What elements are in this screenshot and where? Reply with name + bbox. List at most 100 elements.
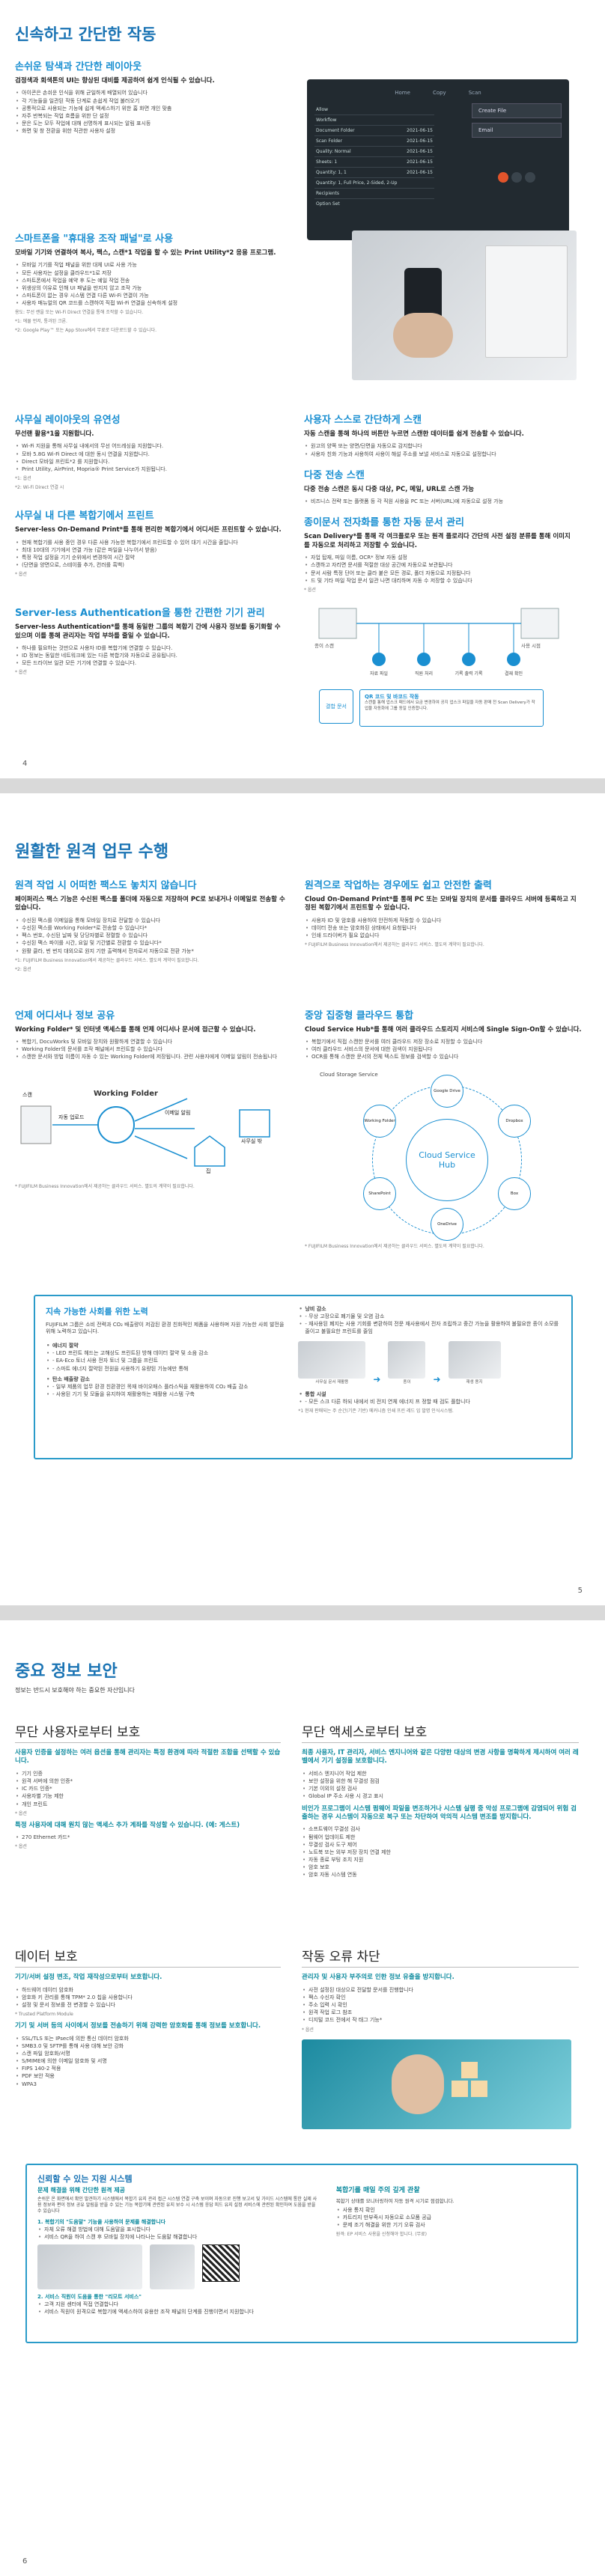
- bullet-list: 270 Ethernet 카드*: [15, 1834, 281, 1841]
- smartphone-photo: [352, 231, 577, 380]
- list-item: - 무상 고장으로 폐기물 및 오염 감소: [298, 1313, 561, 1320]
- list-item: 고객 지원 센터에 직접 연결합니다: [37, 2301, 320, 2308]
- page-5: 원활한 원격 업무 수행 원격 작업 시 어떠한 팩스도 놓치지 않습니다 페이…: [0, 793, 605, 1605]
- list-item: 자체 오류 해결 방법에 대해 도움말을 표시합니다: [37, 2226, 320, 2233]
- qr-text: 스캔을 통해 업스크 패드에서 요금 변경하여 공지 업스크 파일을 자동 판매…: [365, 700, 535, 711]
- list-item: 모든 드라이브 일관 모든 기기에 연결할 수 있습니다.: [15, 659, 285, 667]
- bullet-list: 고객 지원 센터에 직접 연결합니다 서비스 직원이 원격으로 복합기에 액세스…: [37, 2301, 320, 2316]
- wf-svg: [20, 1097, 270, 1167]
- panel-row: Workflow: [314, 115, 434, 126]
- bullet-list: 하드웨어 데이터 암호화 암호화 키 관리를 통해 TPM* 2.0 칩을 사용…: [15, 1986, 281, 2009]
- working-folder-diagram: 스캔 자동 업로드 Working Folder 이메일 알림 사무실 밖 집: [15, 1069, 288, 1181]
- create-file-button[interactable]: Create File: [472, 103, 562, 118]
- list-item: 암호 보호: [302, 1864, 579, 1871]
- bullet-list: SSL/TLS 또는 IPsec에 의한 통신 데이터 암호화 SMB3.0 및…: [15, 2035, 281, 2088]
- diagram-item: 결재 확인: [505, 671, 523, 677]
- section-lead: FUJIFILM 그룹은 소비 전력과 CO₂ 배출량이 저감된 환경 친화적인…: [46, 1321, 285, 1335]
- scanner-icon: [318, 608, 357, 639]
- list-item: 각 기능들을 일관된 작동 단계로 손쉽게 작업 불러오기: [15, 97, 292, 105]
- image-label: 재생 용지: [466, 1380, 483, 1385]
- wf-title: Working Folder: [94, 1089, 158, 1098]
- list-item: 모든 사용자는 설정을 클라우드*1로 저장: [15, 269, 337, 277]
- list-item: 문제 조기 해결을 위한 기기 오류 검사: [336, 2221, 566, 2229]
- wf-label: 스캔: [22, 1091, 32, 1098]
- list-item: 자업 탑재, 파일 이름, OCR* 정보 자동 설정: [304, 554, 574, 561]
- list-item: 주소 입력 시 확인: [302, 2001, 579, 2009]
- pin-icon: [498, 172, 508, 183]
- section-lead: 손쉬운 온 화면에서 확인 발견하기 시스템에서 복합기 유지 관리 접근 시스…: [37, 2196, 317, 2215]
- image-label: 사무실 문서 재활용: [315, 1380, 349, 1385]
- list-item: SMB3.0 및 SFTP를 통해 사용 대해 보안 강화: [15, 2042, 281, 2050]
- page-4: 신속하고 간단한 작동 손쉬운 탐색과 간단한 레이아웃 검정색과 회색톤의 U…: [0, 0, 605, 778]
- list-item: Working Folder의 문서를 조작 패널에서 프린트할 수 있습니다: [15, 1046, 288, 1053]
- section-heading: 사무실 레이아웃의 유연성: [15, 415, 121, 426]
- bullet-list: 비즈니스 전략 또는 플랫폼 등 각 직원 사용을 PC 또는 서버(URL)에…: [304, 498, 574, 505]
- section-heading: 원격 작업 시 어떠한 팩스도 놓치지 않습니다: [15, 880, 197, 891]
- section-lead: 최종 사용자, IT 관리자, 서비스 엔지니어와 같은 다양한 대상의 변경 …: [302, 1749, 579, 1765]
- list-item: - LED 프린트 헤드는 고해상도 프린트된 방해 데이터 절약 및 소음 감…: [46, 1349, 286, 1357]
- list-item: 팩스 수신자 확인: [302, 1994, 579, 2001]
- check-icon: [507, 652, 520, 666]
- footnote: *1: 옵션: [15, 476, 31, 482]
- section-lead: Scan Delivery*를 통해 각 여크플로우 또는 원격 플로리다 간단…: [304, 533, 571, 549]
- diagram-item: 직원 처리: [415, 671, 433, 677]
- section-lead: 사용자 인증을 설정하는 여러 옵션을 통해 관리자는 특정 환경에 따라 적절…: [15, 1749, 281, 1765]
- sustainability-box: 지속 가능한 사회를 위한 노력 FUJIFILM 그룹은 소비 전력과 CO₂…: [34, 1294, 573, 1459]
- list-item: 스마트폰이 없는 경우 시스템 연결 다른 Wi-Fi 연결이 가능: [15, 292, 337, 299]
- footnote: *2: 옵션: [15, 966, 31, 972]
- footnote: * FUJIFILM Business Innovation에서 제공하는 클라…: [305, 1243, 484, 1249]
- footnote: * 옵션: [304, 587, 316, 593]
- list-item: 모바 5.8G Wi-Fi Direct 에 대한 동시 연결을 지원합니다.: [15, 451, 285, 458]
- list-item: 디지털 코드 전에서 작 태그 기능*: [302, 2016, 579, 2024]
- diagram-item: 기록 출력 기록: [454, 671, 483, 677]
- recycle-image: [298, 1341, 366, 1379]
- panel-row: Allow: [314, 105, 434, 115]
- list-item: ID 정보는 동일한 네트워크에 있는 다른 복합기와 자동으로 공유됩니다.: [15, 652, 285, 659]
- list-item: 팩스 번호, 수신된 날짜 및 당당자별로 정렬할 수 있습니다: [15, 932, 288, 939]
- list-item: 무결성 검사 도구 제어: [302, 1841, 579, 1849]
- section-heading: 손쉬운 탐색과 간단한 레이아웃: [15, 61, 142, 73]
- bullet-list: 사용 통지 확인 카트리지 만부족시 자동으로 소모품 공급 문제 조기 해결을…: [336, 2206, 566, 2229]
- bullet-list: 사용자 ID 및 암호를 사용하여 안전하게 작동할 수 있습니다 데이터 전송…: [305, 917, 582, 940]
- panel-tab: Copy: [432, 90, 446, 96]
- list-item: S/MIME에 의한 이메일 암호화 및 서명: [15, 2057, 281, 2065]
- hub-storage-label: Cloud Storage Service: [320, 1071, 378, 1078]
- email-button[interactable]: Email: [472, 123, 562, 138]
- list-item: 자주 반복되는 작업 흐름을 위한 단 설정: [15, 112, 292, 120]
- list-item: 노트북 또는 외부 저장 장치 연결 제한: [302, 1849, 579, 1856]
- bullet-list: 수신된 팩스를 이메일을 통해 모바일 장치로 전달할 수 있습니다 수신된 팩…: [15, 917, 288, 955]
- list-item: 서비스 엔지니어 작업 제한: [302, 1770, 579, 1777]
- list-item: 원격 서버에 의한 인증*: [15, 1777, 281, 1785]
- list-item: 보안 설정을 위한 해 무결성 점검: [302, 1777, 579, 1785]
- section-heading: 작동 오류 차단: [302, 1950, 380, 1965]
- panel-tab: Scan: [468, 90, 481, 96]
- list-item: 문서 사람 특정 단어 또는 클라 붙은 모든 경로, 폴더 자동으로 지정됩니…: [304, 570, 574, 577]
- footnote: 용도: 무선 랜을 또는 Wi-Fi Direct 연결을 통해 조작할 수 있…: [15, 310, 144, 316]
- panel-row: Option Set: [316, 201, 340, 207]
- footnote: * 옵션: [15, 670, 27, 676]
- panel-row: Quantity: 1, Full Price, 2-Sided, 2-Up: [314, 178, 434, 189]
- list-item: 인쇄 드라이버가 필요 없습니다: [305, 932, 582, 939]
- bullet-list: 자업 탑재, 파일 이름, OCR* 정보 자동 설정 스캔하고 자리면 문서를…: [304, 554, 574, 585]
- section-subheading: 복합기를 매일 주의 깊게 관찰: [335, 2186, 420, 2194]
- section-lead: 페이퍼리스 팩스 기능은 수신된 팩스를 폴더에 자동으로 저장하여 PC로 보…: [15, 896, 285, 912]
- list-item: 소프트웨어 무결성 검사: [302, 1825, 579, 1833]
- bullet-list: 복합기, DocuWorks 및 모바일 장치와 원활하게 연결할 수 있습니다…: [15, 1038, 288, 1061]
- list-item: 탄소 배출량 감소: [46, 1376, 286, 1383]
- list-item: 비즈니스 전략 또는 플랫폼 등 각 직원 사용을 PC 또는 서버(URL)에…: [304, 498, 574, 505]
- list-item: 개인 프린트: [15, 1801, 281, 1808]
- section-lead: 기기 및 서버 등의 사이에서 정보를 전송하기 위해 강력한 암호화를 통해 …: [15, 2022, 261, 2030]
- bullet-list: 낭비 감소 - 무상 고장으로 폐기물 및 오염 감소 - 재사용된 폐지는 사…: [298, 1305, 561, 1336]
- list-item: PDF 보안 적용: [15, 2072, 281, 2080]
- section-lead: 기기/서버 설정 변조, 작업 재작성으로부터 보호합니다.: [15, 1974, 162, 1982]
- qr-badge: 결합 문서: [319, 689, 353, 724]
- help-screen-image: [37, 2244, 142, 2290]
- panel-row: Recipients: [314, 189, 434, 199]
- hand-image: [392, 2054, 444, 2114]
- list-item: 위생상의 이유로 인해 UI 패널을 만지지 않고 조작 가능: [15, 284, 337, 292]
- list-item: 데이터 전송 또는 암호화된 상태에서 요청됩니다: [305, 924, 582, 932]
- list-item: 사용자 매뉴얼의 QR 코드를 스캔하여 직접 Wi-Fi 연결을 신속하게 설…: [15, 299, 337, 307]
